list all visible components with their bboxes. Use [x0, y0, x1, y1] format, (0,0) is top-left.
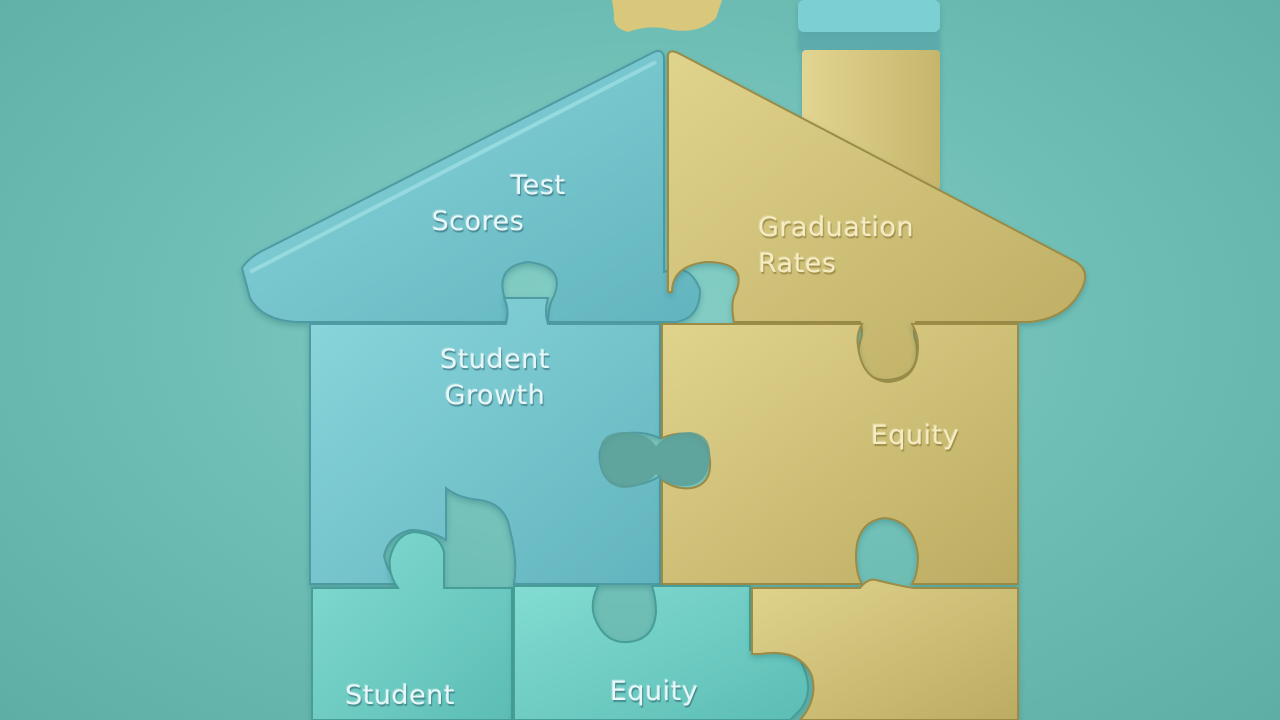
wall-left-lower-label-line-1: Student: [345, 680, 455, 711]
wall-left-upper-label: Student Growth: [410, 342, 580, 414]
wall-left-upper-piece: [309, 297, 661, 585]
roof-right-piece: [667, 50, 1087, 382]
puzzle-hole: [599, 432, 711, 488]
wall-right-middle-label-line-1: Equity: [870, 420, 960, 451]
wall-bottom-right-piece: [751, 578, 1019, 720]
wall-bottom-middle-label: Equity: [584, 674, 724, 710]
wall-right-middle-label: Equity: [850, 418, 980, 454]
wall-left-lower-label: Student: [320, 678, 480, 714]
roof-left-label-line-1: Test: [510, 170, 566, 201]
roof-left-label-line-2: Scores: [431, 206, 525, 237]
roof-right-label-line-2: Rates: [758, 248, 837, 279]
roof-right-label-line-1: Graduation: [758, 212, 915, 243]
wall-bottom-middle-piece: [513, 585, 809, 720]
roof-right-label: Graduation Rates: [758, 210, 958, 282]
wall-right-middle-piece: [661, 323, 1019, 585]
wall-left-upper-label-line-1: Student: [440, 344, 550, 375]
roof-left-piece: [240, 50, 702, 323]
wall-bottom-middle-label-line-1: Equity: [609, 676, 699, 707]
star-ornament: [612, 0, 722, 32]
wall-left-upper-label-line-2: Growth: [444, 380, 546, 411]
roof-left-label: Test Scores: [408, 168, 588, 240]
wall-left-lower-piece: [311, 530, 513, 720]
